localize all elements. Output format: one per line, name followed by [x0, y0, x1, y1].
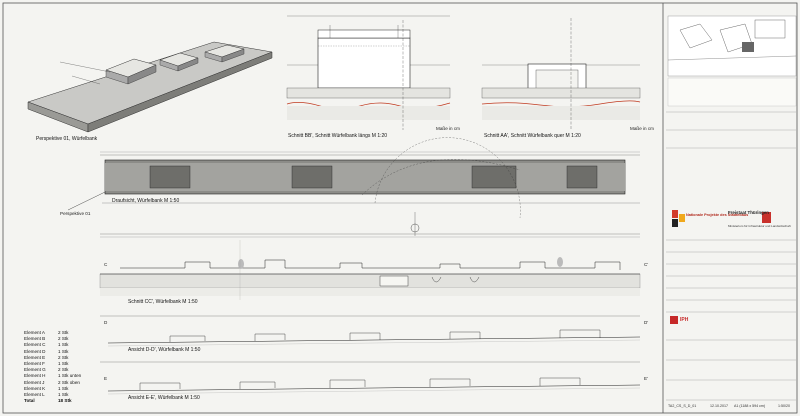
view-ee-drawing: [100, 361, 641, 395]
marker-d: D: [104, 320, 108, 325]
legend-element-qty: 1 Stk: [58, 361, 69, 366]
legend-element-name: Total: [24, 398, 35, 404]
site-plan-map: [667, 15, 797, 77]
legend-element-qty: 1 Stk: [58, 348, 69, 354]
legend-element-qty: 1 Stk: [58, 392, 69, 397]
legend-element-name: Element L: [24, 392, 45, 397]
section-cc-caption: Schnitt CC', Würfelbank M 1:50: [128, 299, 198, 305]
legend-element-name: Element H: [24, 373, 46, 379]
view-ee-caption: Ansicht E-E', Würfelbank M 1:50: [128, 395, 200, 401]
legend-element-qty: 2 Stk: [58, 330, 69, 335]
logo-left-text: Nationale Projekte des Städtebaus: [686, 213, 749, 217]
legend-element-name: Element F: [24, 361, 45, 366]
section-aa-drawing: [481, 18, 641, 130]
marker-e: E: [104, 376, 108, 381]
legend-element-name: Element C: [24, 342, 46, 348]
view-dd-drawing: [100, 315, 641, 347]
legend-element-qty: 1 Stk unten: [58, 373, 82, 379]
legend-element-name: Element K: [24, 385, 46, 391]
logo-mark-red: [672, 210, 678, 218]
ministry-text: Ministerium für Infrastruktur und Landwi…: [728, 224, 791, 228]
legend-element-name: Element G: [24, 367, 46, 373]
legend-element-qty: 2 Stk: [58, 354, 69, 360]
section-aa-caption: Schnitt AA', Schnitt Würfelbank quer M 1…: [484, 133, 581, 139]
title-block-graphics: [666, 15, 797, 401]
firm-name: IPH: [680, 317, 689, 323]
logo-mark-yellow: [679, 214, 685, 222]
plan-date: 12.10.2017: [710, 404, 728, 408]
logo-mark-black: [672, 219, 678, 227]
perspective-marker-label: Perspektive 01: [60, 211, 91, 216]
perspective-drawing: [27, 41, 273, 133]
plan-scale: 1:50/20: [778, 404, 790, 408]
legend-element-qty: 18 Stk: [58, 398, 72, 404]
plan-view-drawing: [67, 137, 640, 236]
marker-c-prime: C': [644, 262, 649, 267]
scale-note-aa: Maße in cm: [630, 126, 654, 131]
legend-element-name: Element A: [24, 330, 45, 335]
view-dd-caption: Ansicht D-D', Würfelbank M 1:50: [128, 347, 201, 353]
perspective-caption: Perspektive 01, Würfelbank: [36, 136, 98, 142]
marker-d-prime: D': [644, 320, 649, 325]
scale-note-bb: Maße in cm: [436, 126, 460, 131]
section-bb-drawing: [286, 15, 451, 130]
legend-element-qty: 2 Stk: [58, 336, 69, 342]
logo-right-text: Freistaat Thüringen: [728, 210, 769, 215]
legend-element-qty: 1 Stk: [58, 342, 69, 348]
plan-caption: Draufsicht, Würfelbank M 1:50: [112, 198, 180, 204]
legend-element-name: Element D: [24, 348, 46, 354]
legend-element-qty: 1 Stk: [58, 385, 69, 391]
coat-of-arms-icon: [762, 212, 771, 223]
legend-element-name: Element E: [24, 354, 46, 360]
legend-element-name: Element J: [24, 379, 45, 385]
plan-number: TA2_CS_S_D_01: [668, 404, 697, 408]
legend-element-name: Element B: [24, 336, 46, 342]
plan-format: A1 (1188 x 594 cm): [734, 404, 766, 408]
marker-c: C: [104, 262, 108, 267]
legend-element-qty: 2 Stk: [58, 367, 69, 373]
section-bb-caption: Schnitt BB', Schnitt Würfelbank längs M …: [288, 133, 388, 139]
marker-e-prime: E': [644, 376, 648, 381]
section-cc-drawing: [99, 233, 641, 300]
legend-element-qty: 2 Stk oben: [58, 379, 80, 385]
firm-logo-icon: [670, 316, 678, 324]
